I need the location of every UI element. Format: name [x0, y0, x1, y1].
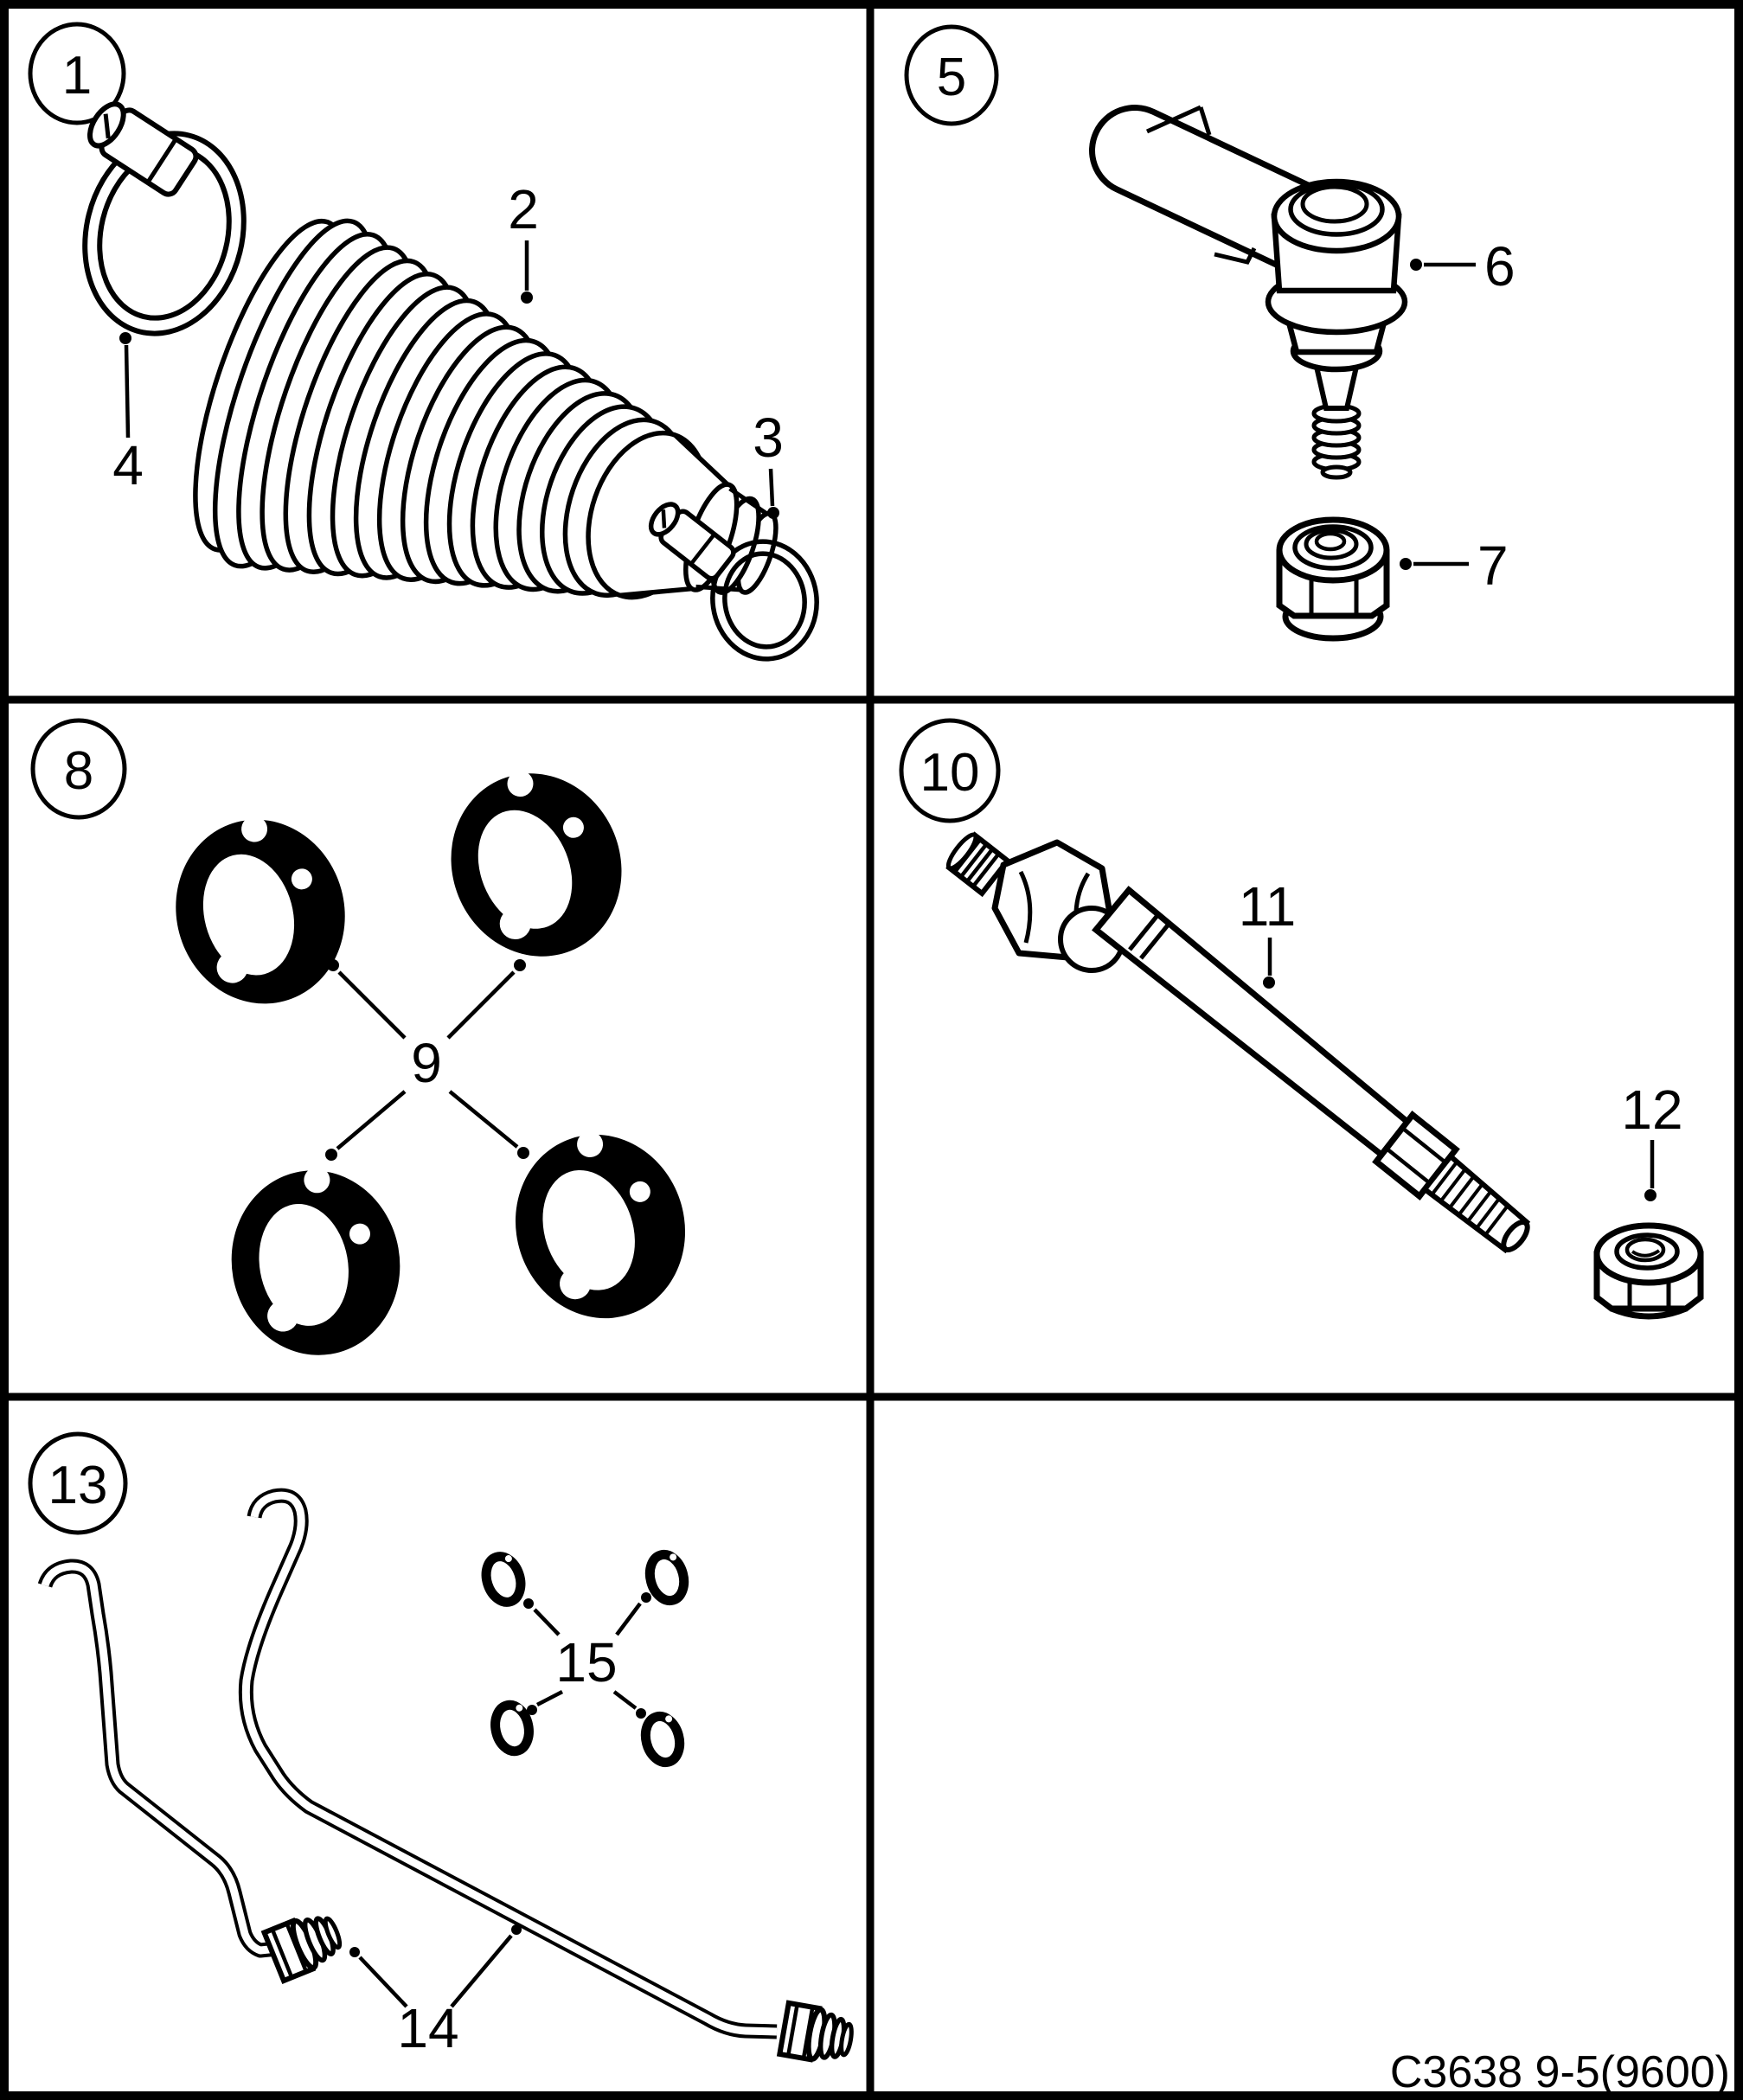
badge-circle [899, 718, 1001, 823]
callout-label: 3 [753, 407, 784, 469]
callout-2: 2 [508, 178, 539, 304]
callout-label: 14 [397, 1997, 458, 2059]
group-badge-5: 5 [904, 24, 999, 126]
figure-code: C3638 9-5(9600) [1390, 2047, 1730, 2097]
leader-dot [514, 959, 526, 971]
lock-washer-4 [516, 1131, 685, 1319]
callout-14: 14 [349, 1924, 522, 2059]
leader-dot [1263, 976, 1275, 989]
badge-label: 8 [64, 741, 93, 801]
pipe-fitting-right [776, 2000, 854, 2063]
lock-washer-2 [451, 771, 622, 957]
hex-nut [1593, 1222, 1704, 1320]
leader-dot [523, 1598, 534, 1609]
tie-rod-end [1089, 105, 1408, 480]
leader-dot [325, 1149, 337, 1161]
hose-clamp-large [82, 101, 247, 336]
leader-dot [1410, 259, 1422, 271]
callout-9: 9 [325, 959, 529, 1161]
callout-11: 11 [1239, 875, 1296, 989]
leader-dot [1400, 558, 1412, 570]
steering-boot [193, 218, 779, 600]
leader-dot [349, 1947, 360, 1957]
clamp-screw-housing [648, 502, 736, 581]
callout-label: 6 [1484, 235, 1516, 298]
badge-circle [30, 718, 127, 820]
leader-dot [521, 291, 533, 304]
leader-dot [636, 1708, 646, 1719]
panel-boot-kit: 1 [28, 22, 819, 662]
badge-circle [904, 24, 999, 126]
callout-3: 3 [753, 407, 784, 519]
callout-label: 12 [1621, 1079, 1682, 1141]
leader-dot [527, 1705, 537, 1715]
panel-inner-tie-rod: 10 [899, 718, 1704, 1320]
callout-label: 2 [508, 178, 539, 240]
panel-tie-rod-end: 5 [904, 24, 1516, 642]
panel-figure-code: C3638 9-5(9600) [1390, 2047, 1730, 2097]
callout-label: 15 [555, 1631, 617, 1693]
leader-dot [1644, 1189, 1656, 1201]
pipe-right [238, 1488, 778, 2039]
badge-label: 13 [48, 1456, 108, 1515]
wrench-flats [1372, 1111, 1460, 1200]
callout-4: 4 [112, 332, 144, 496]
callout-6: 6 [1410, 235, 1516, 298]
group-badge-8: 8 [30, 718, 127, 820]
clamp-screw-housing [87, 101, 199, 197]
pipe-fitting-left [260, 1916, 343, 1984]
lock-washer-3 [231, 1167, 401, 1355]
callout-12: 12 [1621, 1079, 1683, 1201]
leader-dot [511, 1924, 522, 1935]
badge-circle [28, 22, 126, 125]
threaded-stub [945, 831, 1011, 898]
callout-label: 4 [112, 434, 144, 496]
callout-label: 7 [1477, 535, 1509, 597]
group-badge-13: 13 [28, 1431, 128, 1535]
inner-tie-rod [945, 831, 1531, 1254]
group-badge-10: 10 [899, 718, 1001, 823]
callout-7: 7 [1400, 535, 1509, 597]
group-badge-1: 1 [28, 22, 126, 125]
leader-dot [119, 332, 131, 344]
boot-ribs [193, 218, 779, 600]
badge-label: 10 [920, 743, 980, 803]
callout-15: 15 [523, 1592, 651, 1719]
callout-label: 9 [411, 1032, 442, 1094]
badge-label: 1 [62, 46, 92, 106]
badge-label: 5 [937, 48, 966, 107]
leader-dot [767, 507, 779, 519]
pipe-left [37, 1559, 286, 1958]
lock-washer-1 [176, 816, 345, 1004]
hose-clamp-small [648, 502, 819, 662]
leader-dot [641, 1592, 651, 1603]
panel-lock-washers: 8 9 [30, 718, 685, 1355]
leader-dot [517, 1147, 529, 1159]
leader-dot [327, 959, 339, 971]
callout-label: 11 [1239, 875, 1296, 938]
badge-circle [28, 1431, 128, 1535]
lock-nut [1276, 516, 1390, 642]
